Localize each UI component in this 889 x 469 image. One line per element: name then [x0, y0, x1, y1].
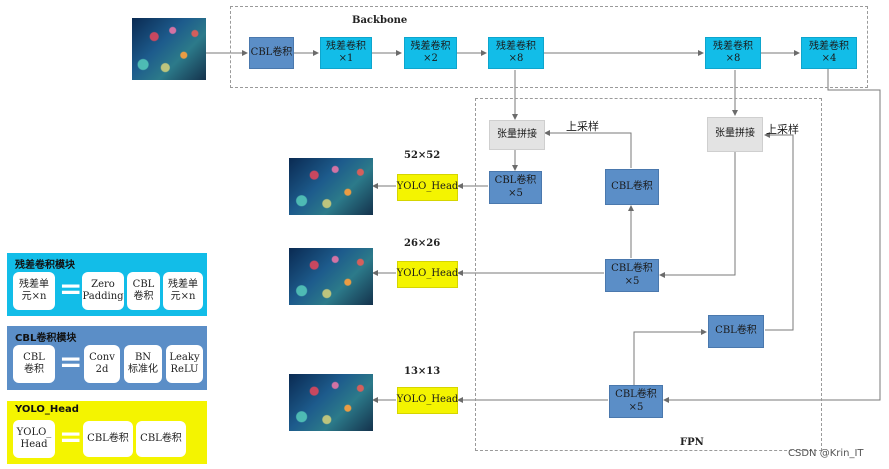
legend-yolo-item-cbl-2: CBL卷积: [136, 421, 186, 457]
backbone-label: Backbone: [352, 15, 408, 26]
output-size-26: 26×26: [404, 238, 441, 249]
legend-yolo-title: YOLO_Head: [15, 404, 79, 415]
legend-cbl-item-conv2d: Conv 2d: [84, 345, 120, 383]
backbone-region: [230, 6, 868, 88]
legend-residual-equals: =: [59, 272, 83, 305]
legend-cbl-module: CBL卷积模块 CBL 卷积 = Conv 2d BN 标准化 Leaky Re…: [7, 326, 207, 390]
legend-yolo-left: YOLO_ Head: [13, 420, 55, 458]
legend-cbl-equals: =: [59, 345, 83, 378]
yolo-head-3: YOLO_Head: [397, 387, 458, 414]
residual-block-x4: 残差卷积 ×4: [801, 37, 857, 69]
fpn-label: FPN: [680, 437, 704, 448]
concat-block-1: 张量拼接: [489, 120, 545, 150]
fpn-region: [475, 98, 822, 451]
upsample-label-2: 上采样: [766, 123, 799, 136]
upsample-label-1: 上采样: [566, 120, 599, 133]
backbone-cbl-block: CBL卷积: [249, 37, 294, 69]
output-size-52: 52×52: [404, 150, 441, 161]
legend-cbl-title: CBL卷积模块: [15, 333, 77, 344]
legend-residual-module: 残差卷积模块 残差单 元×n = Zero Padding CBL 卷积 残差单…: [7, 253, 207, 316]
cbl-top-right: CBL卷积: [605, 169, 659, 205]
residual-block-x8-b: 残差卷积 ×8: [705, 37, 761, 69]
yolo-head-1: YOLO_Head: [397, 174, 458, 201]
residual-block-x8-a: 残差卷积 ×8: [488, 37, 544, 69]
legend-cbl-left: CBL 卷积: [13, 345, 55, 383]
legend-residual-item-unit: 残差单 元×n: [163, 272, 203, 310]
cbl-x5-bottom: CBL卷积 ×5: [609, 385, 663, 418]
legend-yolo-equals: =: [59, 420, 83, 453]
legend-residual-title: 残差卷积模块: [15, 260, 75, 271]
cbl-x5-top: CBL卷积 ×5: [489, 171, 542, 204]
legend-yolo-head: YOLO_Head YOLO_ Head = CBL卷积 CBL卷积: [7, 401, 207, 464]
cbl-low-right: CBL卷积: [708, 315, 764, 348]
residual-block-x1: 残差卷积 ×1: [320, 37, 372, 69]
legend-residual-item-cbl: CBL 卷积: [127, 272, 160, 310]
output-size-13: 13×13: [404, 366, 441, 377]
yolo-head-2: YOLO_Head: [397, 261, 458, 288]
legend-yolo-item-cbl-1: CBL卷积: [83, 421, 133, 457]
cbl-x5-middle: CBL卷积 ×5: [605, 259, 659, 292]
legend-cbl-item-leaky-relu: Leaky ReLU: [166, 345, 203, 383]
output-image-26: [289, 248, 373, 305]
legend-residual-item-zero-padding: Zero Padding: [82, 272, 124, 310]
legend-residual-left: 残差单 元×n: [13, 272, 55, 310]
input-image: [132, 18, 206, 80]
output-image-52: [289, 158, 373, 215]
legend-cbl-item-bn: BN 标准化: [124, 345, 162, 383]
watermark: CSDN @Krin_IT: [788, 448, 864, 459]
concat-block-2: 张量拼接: [707, 117, 763, 152]
output-image-13: [289, 374, 373, 431]
residual-block-x2: 残差卷积 ×2: [404, 37, 457, 69]
